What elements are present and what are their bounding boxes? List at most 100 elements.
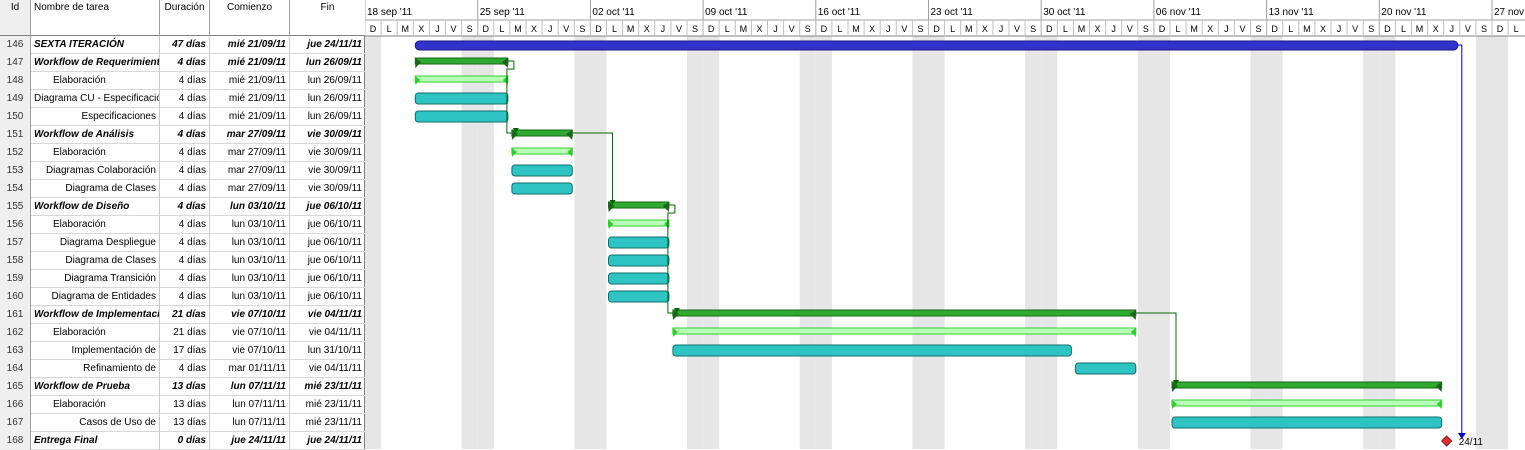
task-duration[interactable]: 4 días	[160, 252, 210, 270]
task-name[interactable]: Diagrama Transición	[31, 270, 160, 288]
task-start[interactable]: mié 21/09/11	[210, 72, 290, 90]
task-name[interactable]: Diagrama Despliegue	[31, 234, 160, 252]
task-end[interactable]: lun 26/09/11	[307, 75, 362, 86]
task-name[interactable]: Elaboración	[31, 144, 160, 162]
task-bar[interactable]	[608, 290, 670, 303]
task-id[interactable]: 146	[0, 36, 31, 54]
task-start[interactable]: jue 24/11/11	[210, 432, 290, 450]
task-end[interactable]: vie 04/11/11	[308, 363, 362, 374]
phase-bar[interactable]	[608, 219, 670, 227]
task-id[interactable]: 155	[0, 198, 31, 216]
task-duration[interactable]: 4 días	[160, 198, 210, 216]
task-end[interactable]: mié 23/11/11	[305, 399, 362, 410]
task-start[interactable]: mié 21/09/11	[210, 54, 290, 72]
task-bar[interactable]	[511, 164, 573, 177]
task-duration[interactable]: 4 días	[160, 234, 210, 252]
task-start[interactable]: mar 01/11/11	[210, 360, 290, 378]
task-bar[interactable]	[1171, 416, 1443, 429]
task-bar[interactable]	[414, 92, 509, 105]
task-id[interactable]: 156	[0, 216, 31, 234]
summary-bar[interactable]	[608, 201, 670, 209]
task-id[interactable]: 159	[0, 270, 31, 288]
task-end[interactable]: jue 24/11/11	[307, 435, 362, 446]
task-end[interactable]: vie 04/11/11	[308, 327, 362, 338]
task-id[interactable]: 167	[0, 414, 31, 432]
task-name[interactable]: Diagrama de Clases	[31, 252, 160, 270]
task-duration[interactable]: 4 días	[160, 90, 210, 108]
task-end[interactable]: vie 30/09/11	[308, 165, 362, 176]
task-name[interactable]: Especificaciones	[31, 108, 160, 126]
task-start[interactable]: lun 07/11/11	[210, 414, 290, 432]
task-end[interactable]: vie 30/09/11	[308, 183, 362, 194]
task-start[interactable]: mié 21/09/11	[210, 36, 290, 54]
task-bar[interactable]	[608, 254, 670, 267]
task-end[interactable]: mié 23/11/11	[304, 381, 362, 392]
task-end[interactable]: jue 06/10/11	[306, 201, 362, 212]
task-name[interactable]: Elaboración	[31, 324, 160, 342]
task-id[interactable]: 150	[0, 108, 31, 126]
task-duration[interactable]: 13 días	[160, 396, 210, 414]
task-id[interactable]: 161	[0, 306, 31, 324]
task-bar[interactable]	[511, 182, 573, 195]
task-id[interactable]: 148	[0, 72, 31, 90]
task-id[interactable]: 149	[0, 90, 31, 108]
task-start[interactable]: mar 27/09/11	[210, 144, 290, 162]
task-duration[interactable]: 4 días	[160, 126, 210, 144]
task-id[interactable]: 147	[0, 54, 31, 72]
task-id[interactable]: 160	[0, 288, 31, 306]
task-id[interactable]: 163	[0, 342, 31, 360]
task-end[interactable]: vie 04/11/11	[307, 309, 362, 320]
task-duration[interactable]: 4 días	[160, 72, 210, 90]
column-header-start[interactable]: Comienzo	[210, 0, 290, 36]
task-id[interactable]: 157	[0, 234, 31, 252]
task-id[interactable]: 165	[0, 378, 31, 396]
task-bar[interactable]	[414, 110, 509, 123]
task-end[interactable]: jue 06/10/11	[307, 273, 362, 284]
task-name[interactable]: SEXTA ITERACIÓN	[31, 36, 160, 54]
task-name[interactable]: Diagrama CU - Especificación	[31, 90, 160, 108]
column-header-end[interactable]: Fin	[290, 0, 365, 36]
summary-bar[interactable]	[672, 309, 1137, 317]
task-end[interactable]: lun 26/09/11	[307, 111, 362, 122]
task-start[interactable]: mar 27/09/11	[210, 126, 290, 144]
task-duration[interactable]: 4 días	[160, 54, 210, 72]
task-name[interactable]: Diagramas Colaboración	[31, 162, 160, 180]
task-name[interactable]: Diagrama de Clases	[31, 180, 160, 198]
task-duration[interactable]: 4 días	[160, 144, 210, 162]
task-end[interactable]: vie 30/09/11	[308, 147, 362, 158]
task-duration[interactable]: 21 días	[160, 324, 210, 342]
task-start[interactable]: mié 21/09/11	[210, 90, 290, 108]
column-header-duration[interactable]: Duración	[160, 0, 210, 36]
task-bar[interactable]	[672, 344, 1072, 357]
task-start[interactable]: vie 07/10/11	[210, 306, 290, 324]
column-header-id[interactable]: Id	[0, 0, 31, 36]
task-name[interactable]: Diagrama de Entidades	[31, 288, 160, 306]
task-duration[interactable]: 4 días	[160, 180, 210, 198]
task-id[interactable]: 164	[0, 360, 31, 378]
task-start[interactable]: lun 03/10/11	[210, 216, 290, 234]
task-end[interactable]: jue 06/10/11	[307, 255, 362, 266]
task-id[interactable]: 152	[0, 144, 31, 162]
task-id[interactable]: 151	[0, 126, 31, 144]
task-start[interactable]: mié 21/09/11	[210, 108, 290, 126]
task-duration[interactable]: 4 días	[160, 216, 210, 234]
task-start[interactable]: lun 07/11/11	[210, 396, 290, 414]
summary-bar[interactable]	[511, 129, 573, 137]
task-bar[interactable]	[608, 236, 670, 249]
task-name[interactable]: Elaboración	[31, 396, 160, 414]
task-bar[interactable]	[1074, 362, 1137, 375]
task-duration[interactable]: 47 días	[160, 36, 210, 54]
task-id[interactable]: 154	[0, 180, 31, 198]
task-duration[interactable]: 4 días	[160, 108, 210, 126]
